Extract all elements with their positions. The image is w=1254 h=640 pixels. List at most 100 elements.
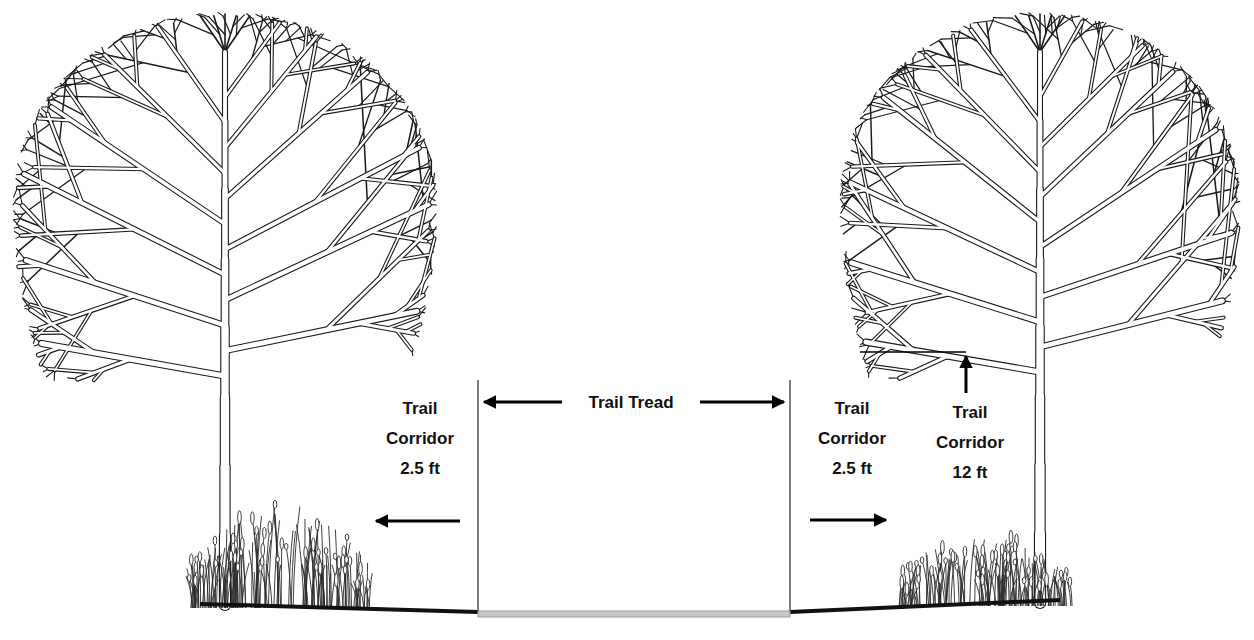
tree-branch	[926, 55, 1040, 172]
tree-branch	[971, 30, 1040, 122]
grass-blade	[326, 551, 327, 608]
tree-branch	[850, 226, 899, 261]
tree-branch	[1033, 17, 1040, 33]
grass-blade	[306, 526, 312, 608]
grass-blade	[312, 521, 320, 608]
tree-branch-fill	[1169, 254, 1230, 268]
tree-branch-fill	[371, 232, 426, 242]
tree-branch	[273, 18, 279, 19]
grass-seed-head	[1068, 577, 1072, 586]
tree-branch	[1037, 121, 1044, 190]
tree-branch	[419, 238, 435, 298]
tree-branch	[861, 118, 867, 120]
tree-branch	[342, 44, 346, 48]
tree-branch	[1110, 26, 1123, 30]
grass-seed-head	[263, 527, 267, 538]
grass-seed-head	[1007, 544, 1011, 552]
tree-branch	[90, 54, 102, 56]
tree-branch	[360, 178, 427, 185]
grass-seed-head	[341, 554, 345, 568]
tree-branch	[1200, 257, 1233, 261]
tree-branch	[19, 265, 42, 266]
grass-blade	[335, 530, 337, 608]
tree-branch	[913, 53, 916, 58]
grass-seed-head	[996, 565, 1000, 577]
tree-branch	[889, 378, 900, 379]
tree-branch	[222, 52, 228, 121]
grass-blade	[328, 555, 331, 608]
grass-seed-head	[1006, 570, 1010, 577]
grass-tuft	[899, 530, 1072, 606]
grass-seed-head	[240, 537, 244, 550]
tree-branch	[1199, 91, 1203, 125]
tree-branch	[135, 26, 154, 51]
tree-branch-fill	[905, 75, 936, 139]
tree-branch	[221, 259, 230, 328]
tree-branch	[55, 311, 92, 371]
tree-branch-fill	[851, 263, 1040, 322]
grass-blade	[345, 571, 346, 608]
grass-blade	[254, 572, 255, 608]
tree-branch	[1168, 106, 1205, 129]
tree-branch	[1195, 318, 1224, 322]
tree-branch	[30, 326, 40, 328]
tree-branch	[905, 75, 936, 139]
tree-branch	[225, 23, 279, 97]
tree-branch	[868, 371, 869, 377]
grass-seed-head	[356, 579, 360, 589]
tree-branch	[285, 63, 354, 74]
tree-branch	[26, 260, 225, 325]
grass-seed-head	[1063, 572, 1067, 581]
tree-branch	[846, 264, 873, 316]
grass-seed-head	[324, 548, 328, 555]
tree-branch	[1073, 21, 1096, 63]
grass-seed-head	[317, 549, 321, 556]
tree-branch	[16, 251, 18, 257]
tree-branch-fill	[220, 467, 229, 536]
tree-branch	[841, 198, 850, 214]
tree-branch	[419, 129, 421, 137]
grass-seed-head	[1013, 541, 1017, 551]
tree-branch-fill	[869, 354, 880, 372]
grass-seed-head	[1006, 552, 1010, 562]
tree-branch	[872, 366, 914, 372]
tree-branch	[113, 44, 126, 59]
tree-branch-fill	[48, 114, 83, 203]
tree-branch	[34, 167, 143, 169]
grass-seed-head	[1029, 577, 1033, 587]
grass-seed-head	[963, 546, 967, 557]
grass-seed-head	[915, 560, 919, 566]
tree-branch	[1034, 465, 1045, 534]
grass-seed-head	[194, 575, 198, 585]
tree-branch	[357, 80, 380, 150]
tree-branch	[236, 16, 237, 35]
tree-branch	[433, 173, 434, 185]
tree-branch	[18, 186, 49, 188]
grass-seed-head	[917, 575, 921, 583]
tree-branch-fill	[857, 142, 904, 208]
tree-branch-fill	[20, 227, 62, 247]
tree-branch	[1015, 16, 1040, 52]
tree-branch	[866, 342, 1040, 372]
grass-seed-head	[900, 575, 904, 589]
tree-branch	[407, 111, 415, 117]
grass-seed-head	[1045, 573, 1049, 587]
grass-seed-head	[251, 512, 255, 524]
grass-seed-head	[1000, 544, 1004, 556]
tree-branch	[1223, 126, 1224, 138]
grass-seed-head	[1013, 559, 1017, 565]
tree-branch	[23, 298, 31, 309]
tree-branch	[46, 370, 54, 376]
tree-branch	[941, 41, 950, 57]
tree-branch	[412, 350, 413, 356]
tree-branch	[25, 163, 35, 167]
grass-seed-head	[905, 582, 909, 595]
tree-branch	[918, 50, 928, 51]
tree-branch	[1040, 16, 1051, 52]
grass-blade	[198, 559, 200, 608]
tree-branch	[879, 78, 889, 90]
grass-blade	[369, 573, 372, 608]
tree-branch	[108, 36, 123, 48]
tree-branch-fill	[857, 139, 873, 219]
tree-branch-fill	[1221, 141, 1225, 217]
